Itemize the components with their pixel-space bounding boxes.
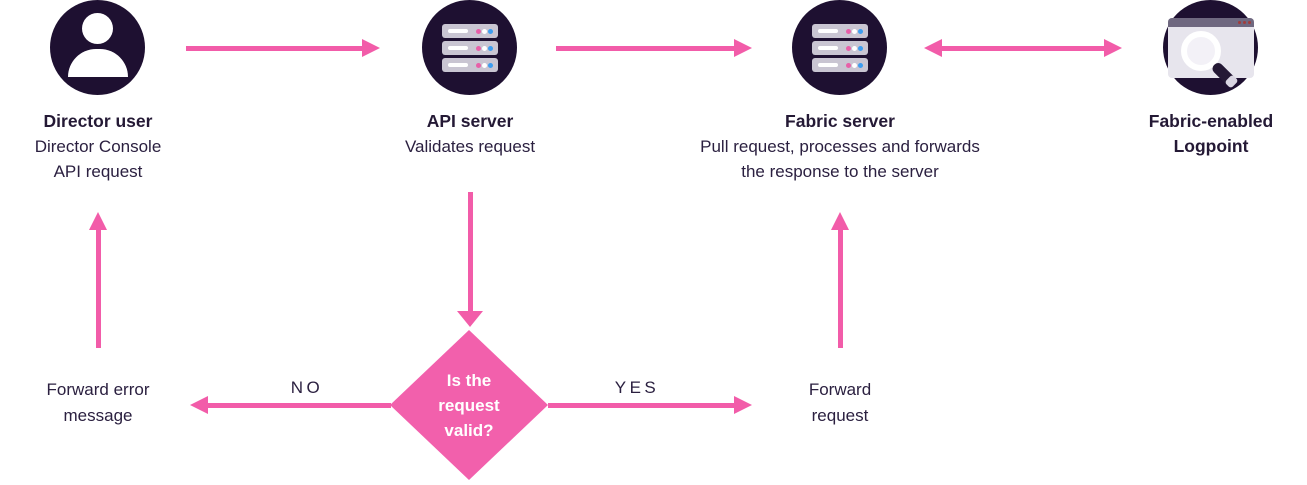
- magnifier-lens-icon: [1180, 30, 1221, 71]
- node-title: API server: [426, 111, 514, 131]
- server-rack-unit: [441, 57, 498, 72]
- server-rack-unit: [811, 23, 868, 38]
- arrow-decision-yes: [548, 403, 734, 408]
- decision-diamond: Is the request valid?: [390, 330, 548, 480]
- logpoint-node: [1163, 0, 1258, 95]
- server-rack-unit: [811, 57, 868, 72]
- arrowhead-left: [190, 396, 208, 414]
- node-description: Validates request: [404, 137, 536, 156]
- api-server-label: API server Validates request: [370, 109, 570, 160]
- director-user-label: Director user Director Console API reque…: [0, 109, 198, 184]
- decision-question: Is the request valid?: [438, 370, 500, 440]
- director-user-node: [50, 0, 145, 95]
- arrow-error-to-director: [96, 230, 101, 348]
- arrow-api-to-decision: [468, 192, 473, 311]
- user-icon: [67, 12, 128, 77]
- user-icon-body: [67, 48, 128, 77]
- server-icon: [441, 23, 498, 72]
- user-icon-head: [82, 12, 113, 44]
- logpoint-label: Fabric-enabled Logpoint: [1116, 109, 1306, 159]
- api-server-node: [422, 0, 517, 95]
- arrow-api-to-fabric: [556, 46, 734, 51]
- arrow-fabric-to-logpoint-bidirectional: [942, 46, 1104, 51]
- no-label: NO: [290, 378, 324, 397]
- arrowhead-up: [89, 212, 107, 230]
- titlebar-dot: [1247, 20, 1251, 24]
- node-title: Director user: [43, 111, 153, 131]
- arrowhead-right: [734, 396, 752, 414]
- arrow-forward-to-fabric: [838, 230, 843, 348]
- browser-titlebar: [1167, 17, 1254, 27]
- arrowhead-left: [924, 39, 942, 57]
- server-rack-unit: [441, 40, 498, 55]
- arrow-decision-no: [208, 403, 391, 408]
- arrow-director-to-api: [186, 46, 362, 51]
- fabric-server-label: Fabric server Pull request, processes an…: [655, 109, 1025, 184]
- server-icon: [811, 23, 868, 72]
- arrowhead-down: [457, 311, 483, 327]
- node-description: Director Console API request: [34, 137, 162, 181]
- forward-request-label: Forward request: [808, 380, 872, 425]
- arrowhead-right: [362, 39, 380, 57]
- node-title: Fabric server: [785, 111, 895, 131]
- server-rack-unit: [811, 40, 868, 55]
- forward-error-message-label: Forward error message: [46, 380, 150, 425]
- node-title: Fabric-enabled Logpoint: [1148, 111, 1274, 156]
- node-description: Pull request, processes and forwards the…: [700, 137, 980, 181]
- titlebar-dot: [1237, 20, 1241, 24]
- arrowhead-right: [1104, 39, 1122, 57]
- arrowhead-up: [831, 212, 849, 230]
- browser-search-icon: [1167, 17, 1254, 89]
- fabric-server-node: [792, 0, 887, 95]
- titlebar-dot: [1242, 20, 1246, 24]
- server-rack-unit: [441, 23, 498, 38]
- yes-label: YES: [614, 378, 660, 397]
- arrowhead-right: [734, 39, 752, 57]
